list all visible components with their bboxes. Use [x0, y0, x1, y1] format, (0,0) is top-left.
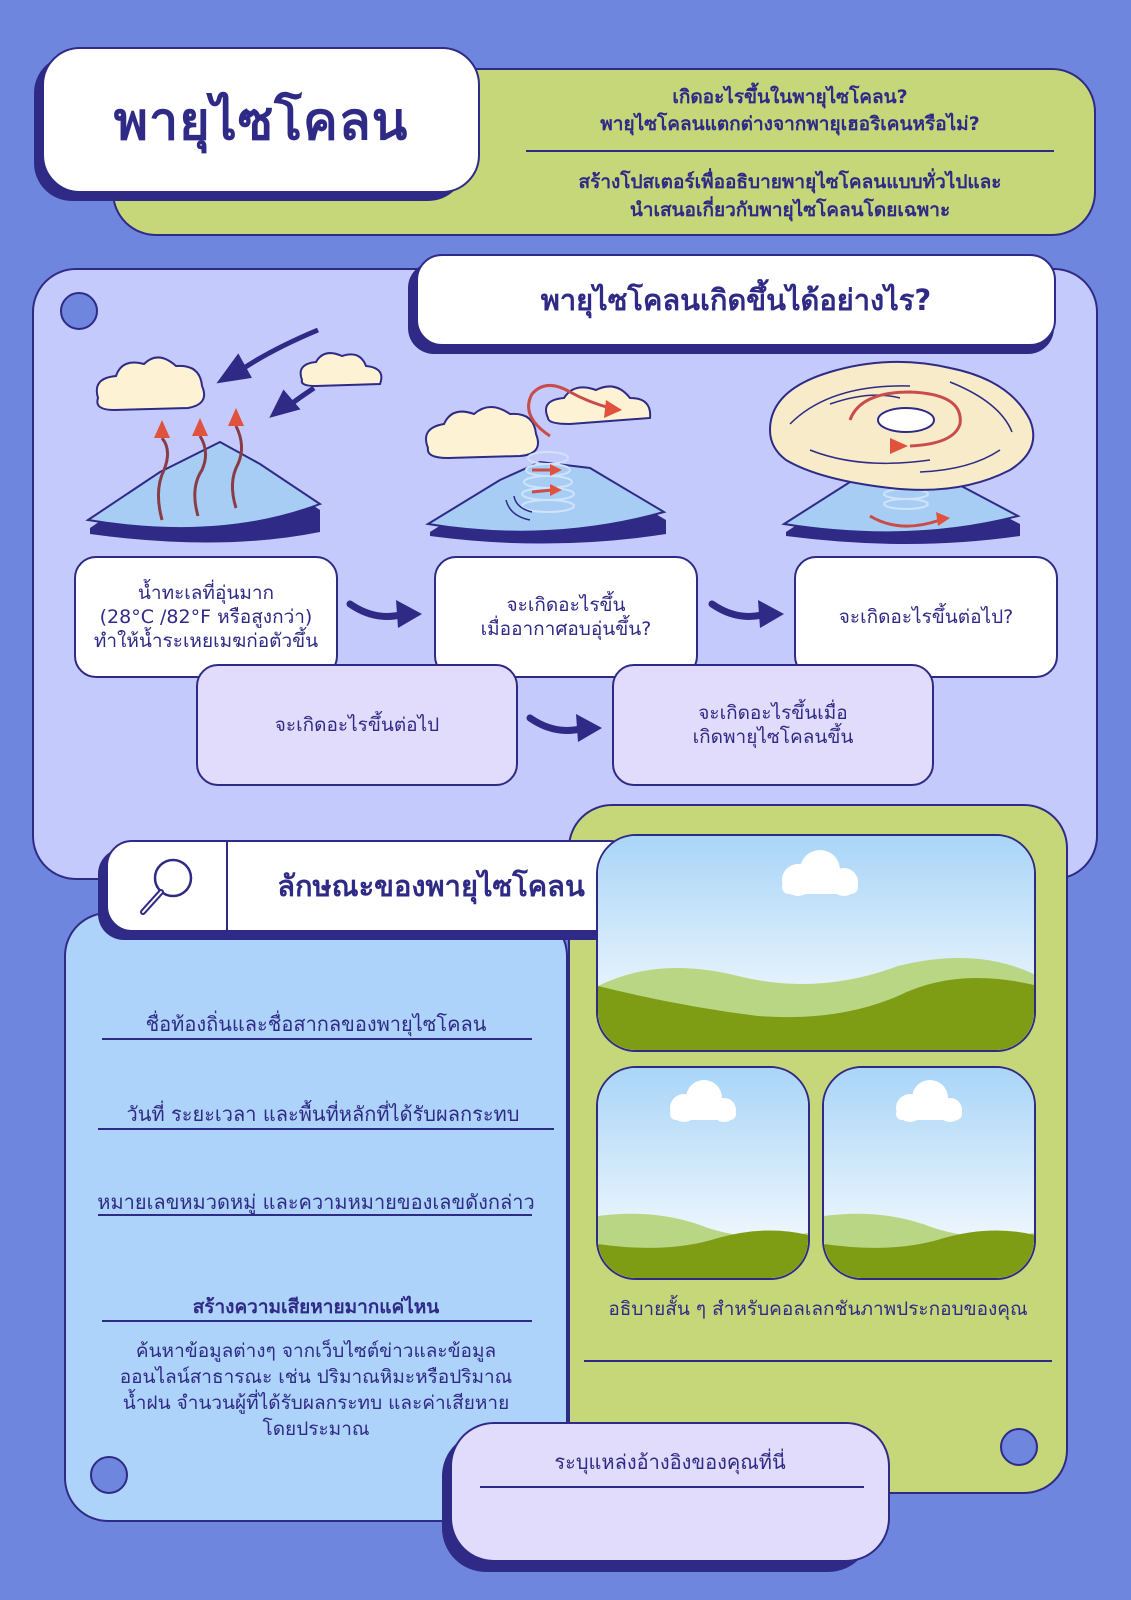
damage-line-4: โดยประมาณ [262, 1418, 370, 1440]
field-label-category: หมายเลขหมวดหมู่ และความหมายของเลขดังกล่า… [97, 1190, 535, 1214]
intro-question-2: พายุไซโคลนแตกต่างจากพายุเฮอริเคนหรือไม่? [600, 113, 980, 135]
flow-arrow-icon [526, 714, 602, 742]
magnifier-icon-cell [108, 842, 228, 930]
step-box-1: น้ำทะเลที่อุ่นมาก (28°C /82°F หรือสูงกว่… [74, 556, 338, 678]
photo-placeholder-small-2[interactable] [822, 1066, 1036, 1280]
page-title: พายุไซโคลน [113, 91, 409, 152]
damage-description: ค้นหาข้อมูลต่างๆ จากเว็บไซต์ข่าวและข้อมู… [96, 1338, 536, 1442]
photo-placeholder-small-1[interactable] [596, 1066, 810, 1280]
formation-illustrations [85, 327, 1035, 544]
step-box-5: จะเกิดอะไรขึ้นเมื่อ เกิดพายุไซโคลนขึ้น [612, 664, 934, 786]
step-1-line-1: น้ำทะเลที่อุ่นมาก [137, 582, 275, 604]
field-line-name[interactable] [102, 1038, 532, 1040]
field-label-dates: วันที่ ระยะเวลา และพื้นที่หลักที่ได้รับผ… [126, 1102, 520, 1126]
formation-heading: พายุไซโคลนเกิดขึ้นได้อย่างไร? [416, 254, 1056, 346]
step-2-line-2: เมื่ออากาศอบอุ่นขึ้น? [480, 618, 652, 640]
intro-desc-line-2: นำเสนอเกี่ยวกับพายุไซโคลนโดยเฉพาะ [629, 199, 951, 221]
step-box-2: จะเกิดอะไรขึ้น เมื่ออากาศอบอุ่นขึ้น? [434, 556, 698, 678]
intro-question-1: เกิดอะไรขึ้นในพายุไซโคลน? [672, 86, 908, 108]
title-card: พายุไซโคลน [42, 47, 480, 193]
damage-title: สร้างความเสียหายมากแค่ไหน [192, 1296, 440, 1318]
intro-divider [526, 150, 1054, 152]
characteristics-title: ลักษณะของพายุไซโคลน [277, 869, 585, 903]
field-line-dates[interactable] [98, 1128, 554, 1130]
decor-dot-right [1000, 1428, 1038, 1466]
characteristics-heading: ลักษณะของพายุไซโคลน [106, 840, 636, 932]
step-1-line-2: (28°C /82°F หรือสูงกว่า) [99, 606, 313, 628]
cyclone-illustration [768, 360, 1035, 544]
magnifier-icon [140, 858, 193, 915]
step-5-line-1: จะเกิดอะไรขึ้นเมื่อ [698, 702, 848, 724]
damage-title-line [102, 1320, 532, 1322]
step-3-line-1: จะเกิดอะไรขึ้นต่อไป? [838, 606, 1014, 628]
reference-line[interactable] [480, 1486, 864, 1488]
step-2-line-1: จะเกิดอะไรขึ้น [506, 594, 626, 616]
damage-line-3: น้ำฝน จำนวนผู้ที่ได้รับผลกระทบ และค่าเสี… [122, 1392, 510, 1414]
gallery-caption-line[interactable] [584, 1360, 1052, 1362]
field-line-category[interactable] [98, 1214, 532, 1216]
damage-line-2: ออนไลน์สาธารณะ เช่น ปริมาณหิมะหรือปริมาณ [119, 1366, 513, 1388]
intro-desc-line-1: สร้างโปสเตอร์เพื่ออธิบายพายุไซโคลนแบบทั่… [578, 171, 1002, 193]
step-4-line-1: จะเกิดอะไรขึ้นต่อไป [274, 714, 440, 736]
photo-placeholder-large[interactable] [596, 834, 1036, 1052]
step-5-line-2: เกิดพายุไซโคลนขึ้น [692, 726, 854, 748]
decor-dot-top [60, 292, 98, 330]
characteristics-panel [64, 912, 568, 1522]
decor-dot-left [90, 1456, 128, 1494]
step-box-4: จะเกิดอะไรขึ้นต่อไป [196, 664, 518, 786]
flow-arrow-icon [708, 600, 784, 628]
gallery-caption: อธิบายสั้น ๆ สำหรับคอลเลกชันภาพประกอบของ… [608, 1298, 1028, 1320]
damage-line-1: ค้นหาข้อมูลต่างๆ จากเว็บไซต์ข่าวและข้อมู… [135, 1340, 497, 1362]
step-box-3: จะเกิดอะไรขึ้นต่อไป? [794, 556, 1058, 678]
reference-label: ระบุแหล่งอ้างอิงของคุณที่นี่ [554, 1450, 786, 1474]
field-label-name: ชื่อท้องถิ่นและชื่อสากลของพายุไซโคลน [145, 1012, 487, 1036]
reference-box [450, 1422, 890, 1562]
flow-arrow-icon [346, 600, 422, 628]
intro-questions: เกิดอะไรขึ้นในพายุไซโคลน? พายุไซโคลนแตกต… [500, 84, 1080, 138]
step-1-line-3: ทำให้น้ำระเหยเมฆก่อตัวขึ้น [93, 630, 319, 652]
rising-air-illustration [425, 384, 667, 544]
warm-sea-illustration [85, 327, 383, 543]
intro-description: สร้างโปสเตอร์เพื่ออธิบายพายุไซโคลนแบบทั่… [500, 168, 1080, 224]
